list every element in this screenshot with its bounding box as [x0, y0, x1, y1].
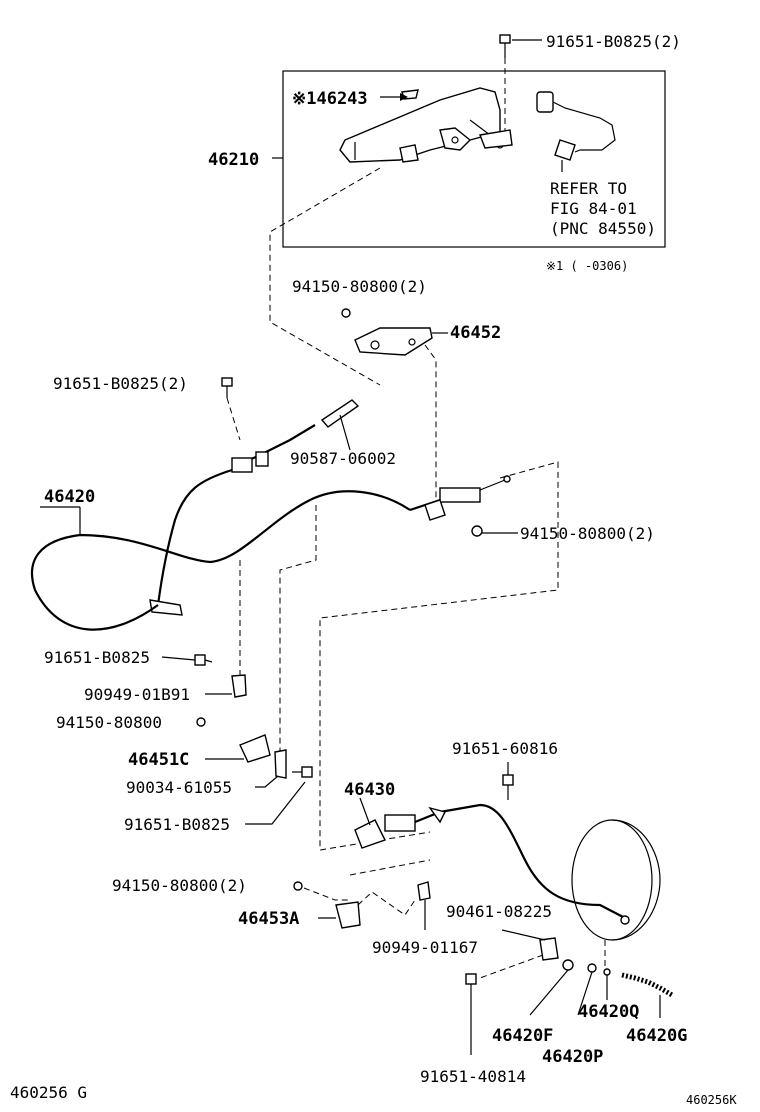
label-46452: 46452: [450, 323, 501, 343]
label-refer-pnc: (PNC 84550): [550, 219, 656, 238]
nut-94150-b: [471, 525, 483, 537]
label-46451C: 46451C: [128, 750, 189, 770]
nut-94150-c: [196, 717, 206, 727]
bolt-top: [499, 34, 542, 135]
label-90034-61055: 90034-61055: [126, 778, 232, 797]
footer-code-left: 460256 G: [10, 1083, 87, 1102]
label-refer-to: REFER TO: [550, 179, 627, 198]
label-46420F: 46420F: [492, 1026, 553, 1046]
label-46210: 46210: [208, 150, 259, 170]
bolt-mid: [221, 377, 241, 441]
label-91651-B0825-a: 91651-B0825: [44, 648, 150, 667]
clip-90034: [274, 749, 287, 779]
label-91651-40814: 91651-40814: [420, 1067, 526, 1086]
brake-switch: [536, 91, 616, 172]
bracket-46452: [341, 308, 448, 356]
sleeve-90587: [320, 399, 360, 451]
label-94150-80800-2-c: 94150-80800(2): [112, 876, 247, 895]
label-46420P: 46420P: [542, 1047, 603, 1067]
label-94150-80800-2-a: 94150-80800(2): [292, 277, 427, 296]
label-46453A: 46453A: [238, 909, 299, 929]
lever-assembly-box: [282, 70, 666, 248]
clip-90949-01B91: [231, 674, 247, 698]
label-90949-01B91: 90949-01B91: [84, 685, 190, 704]
label-46420G: 46420G: [626, 1026, 687, 1046]
label-91651-B0825-b: 91651-B0825: [124, 815, 230, 834]
label-90461-08225: 90461-08225: [446, 902, 552, 921]
bracket-46453A: [335, 901, 361, 929]
label-90587-06002: 90587-06002: [290, 449, 396, 468]
bracket-46451C: [239, 734, 271, 763]
label-94150-80800: 94150-80800: [56, 713, 162, 732]
bolt-91651-a: [161, 654, 213, 666]
washer-46420F: [562, 959, 574, 971]
label-46430: 46430: [344, 780, 395, 800]
clip-90949-01167: [417, 881, 431, 901]
label-46243: ※146243: [292, 89, 368, 109]
pin-46420P: [587, 963, 597, 973]
label-46420: 46420: [44, 487, 95, 507]
brake-drum: [571, 819, 661, 941]
label-note-range: ※1 ( -0306): [546, 259, 628, 273]
label-94150-80800-2-b: 94150-80800(2): [520, 524, 655, 543]
label-90949-01167: 90949-01167: [372, 938, 478, 957]
label-91651-B0825-2-mid: 91651-B0825(2): [53, 374, 188, 393]
nut-94150-d: [293, 881, 303, 891]
label-91651-B0825-2-top: 91651-B0825(2): [546, 32, 681, 51]
footer-code-right: 460256K: [686, 1093, 737, 1107]
label-refer-fig: FIG 84-01: [550, 199, 637, 218]
label-46420Q: 46420Q: [578, 1002, 639, 1022]
bolt-91651-60816: [502, 762, 514, 800]
parking-brake-lever: [339, 87, 513, 163]
pin-46420Q: [603, 968, 611, 976]
bolt-91651-40814: [465, 973, 477, 1055]
clip-90461: [539, 937, 559, 961]
label-91651-60816: 91651-60816: [452, 739, 558, 758]
front-cable-46420: [30, 424, 511, 631]
spring-46420G: [621, 972, 674, 1018]
